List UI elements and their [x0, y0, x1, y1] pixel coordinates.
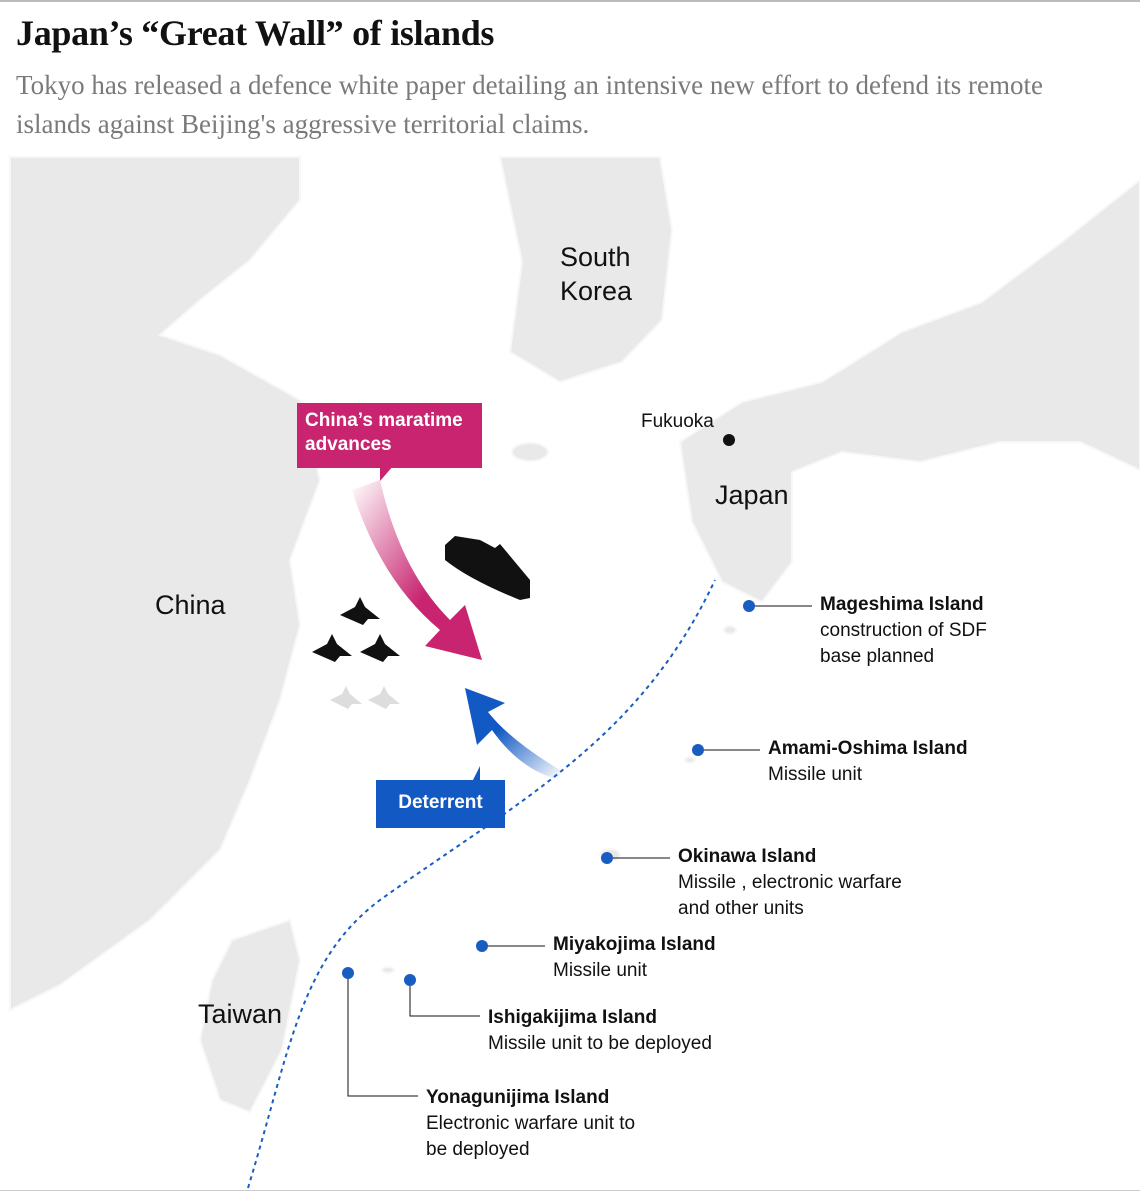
china-advances-callout: China’s maratime advances — [297, 403, 482, 468]
jet-icons — [312, 597, 400, 662]
label-taiwan: Taiwan — [198, 999, 283, 1029]
island-chain-line — [247, 579, 716, 1189]
label-japan: Japan — [715, 480, 789, 510]
subtitle: Tokyo has released a defence white paper… — [16, 70, 1043, 139]
jet-shadows — [330, 686, 400, 709]
bottom-rule — [0, 1190, 1140, 1191]
top-rule — [0, 0, 1140, 2]
deterrent-arrow — [465, 688, 560, 780]
leader-lines — [347, 605, 812, 1097]
page-title: Japan’s “Great Wall” of islands — [16, 13, 495, 53]
ship-icon — [445, 536, 530, 600]
label-fukuoka: Fukuoka — [641, 411, 714, 432]
taiwan-land — [198, 918, 302, 1114]
china-advance-arrow — [352, 480, 482, 660]
japan-land — [678, 178, 1140, 604]
label-china: China — [155, 590, 226, 620]
jeju-land — [511, 442, 549, 462]
fukuoka-dot — [723, 434, 735, 446]
china-land — [9, 156, 322, 1012]
deterrent-callout: Deterrent — [376, 780, 505, 828]
korea-land — [498, 156, 674, 384]
